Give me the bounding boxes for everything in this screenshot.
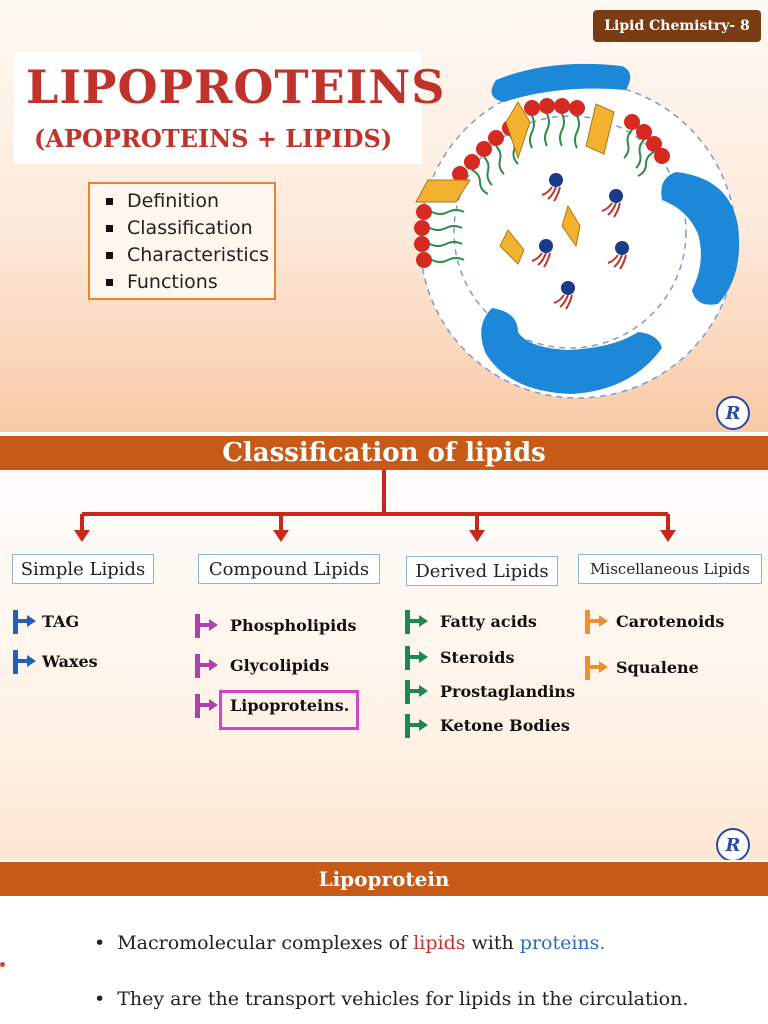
- tree-connectors: [74, 470, 676, 542]
- branch-arrow-icon: [13, 610, 36, 634]
- branch-arrow-icon: [405, 714, 428, 738]
- topic-item: Classification: [106, 215, 274, 242]
- lipid-item: Phospholipids: [230, 616, 357, 635]
- fatty-acid-tails: [429, 113, 655, 263]
- topic-item: Functions: [106, 269, 274, 296]
- lipid-item: Lipoproteins.: [230, 696, 350, 715]
- category-miscellaneous-lipids: Miscellaneous Lipids: [578, 554, 762, 584]
- apoprotein-bands: [481, 63, 740, 394]
- category-derived-lipids: Derived Lipids: [406, 556, 558, 586]
- lipid-item: Steroids: [440, 648, 515, 667]
- lipoprotein-slide: Lipoprotein •Macromolecular complexes of…: [0, 862, 768, 1024]
- topic-item: Characteristics: [106, 242, 274, 269]
- topics-box: Definition Classification Characteristic…: [88, 182, 276, 300]
- lipid-item: Squalene: [616, 658, 699, 677]
- pointer-dot: [0, 962, 5, 967]
- highlight-box-lipoproteins: [219, 690, 359, 730]
- lipid-item: Ketone Bodies: [440, 716, 570, 735]
- branch-arrow-icon: [195, 694, 218, 718]
- branch-arrow-icon: [405, 646, 428, 670]
- topic-item: Definition: [106, 188, 274, 215]
- lipid-item: Carotenoids: [616, 612, 725, 631]
- branch-arrow-icon: [585, 610, 608, 634]
- chapter-badge: Lipid Chemistry- 8: [593, 10, 761, 42]
- slide-title: LIPOPROTEINS: [26, 60, 446, 114]
- branch-arrow-icon: [13, 650, 36, 674]
- branch-arrow-icon: [405, 610, 428, 634]
- bullet-transport: •They are the transport vehicles for lip…: [94, 988, 689, 1010]
- lipid-item: Prostaglandins: [440, 682, 576, 701]
- branch-arrow-icon: [195, 654, 218, 678]
- lipid-item: Fatty acids: [440, 612, 537, 631]
- category-compound-lipids: Compound Lipids: [198, 554, 380, 584]
- classification-header: Classification of lipids: [0, 436, 768, 470]
- branch-arrow-icon: [585, 656, 608, 680]
- bullet-definition: •Macromolecular complexes of lipids with…: [94, 932, 606, 954]
- brand-logo: R: [716, 828, 750, 860]
- slide-subtitle: (APOPROTEINS + LIPIDS): [34, 124, 393, 153]
- cholesterol-molecules: [415, 101, 615, 265]
- title-box: [14, 52, 422, 164]
- lipoprotein-header: Lipoprotein: [0, 862, 768, 896]
- lipid-item: Glycolipids: [230, 656, 330, 675]
- phospholipid-layer: [414, 98, 670, 268]
- branch-arrow-icon: [405, 680, 428, 704]
- lipid-item: Waxes: [42, 652, 98, 671]
- cholesteryl-esters: [531, 173, 629, 310]
- brand-logo: R: [716, 396, 750, 430]
- classification-slide: Classification of lipids Simple Lipids C…: [0, 436, 768, 860]
- title-slide: Lipid Chemistry- 8 LIPOPROTEINS (APOPROT…: [0, 0, 768, 432]
- branch-arrow-icon: [195, 614, 218, 638]
- lipoprotein-diagram: [414, 63, 740, 399]
- category-simple-lipids: Simple Lipids: [12, 554, 154, 584]
- lipid-item: TAG: [42, 612, 80, 631]
